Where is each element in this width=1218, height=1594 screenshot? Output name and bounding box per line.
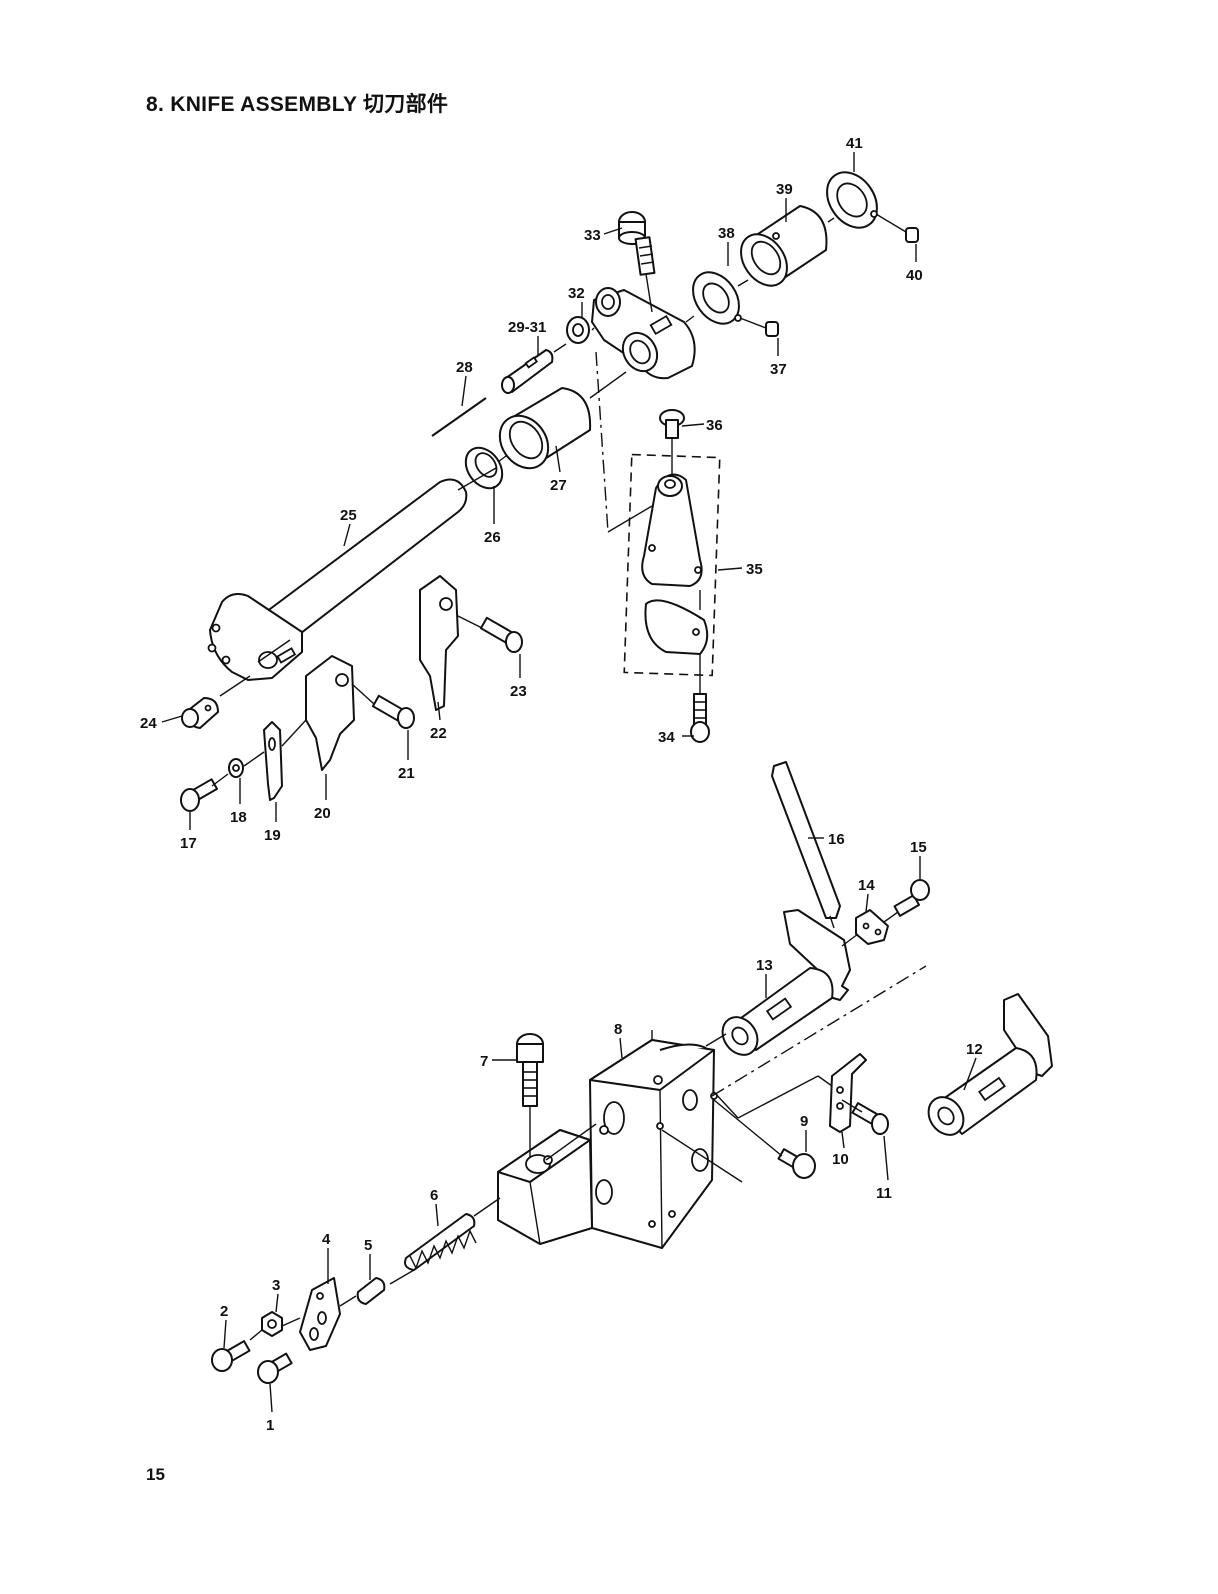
callout-12: 12 — [966, 1041, 983, 1058]
callout-27: 27 — [550, 477, 567, 494]
plate-4 — [300, 1278, 340, 1350]
callout-35: 35 — [746, 561, 763, 578]
screw-2 — [212, 1341, 250, 1371]
shaft-pin-29-31 — [502, 350, 552, 393]
callout-labels: 41 39 40 38 37 33 32 29-31 28 36 35 34 2… — [140, 135, 983, 1434]
callout-22: 22 — [430, 725, 447, 742]
callout-5: 5 — [364, 1237, 372, 1254]
screw-11 — [852, 1103, 888, 1134]
callout-11: 11 — [876, 1185, 892, 1202]
callout-26: 26 — [484, 529, 501, 546]
bolt-33 — [619, 212, 654, 275]
callout-32: 32 — [568, 285, 585, 302]
pin-5 — [358, 1278, 385, 1304]
callout-20: 20 — [314, 805, 331, 822]
callout-24: 24 — [140, 715, 157, 732]
callout-19: 19 — [264, 827, 281, 844]
callout-4: 4 — [322, 1231, 331, 1248]
screw-15 — [894, 880, 929, 916]
callout-15: 15 — [910, 839, 927, 856]
connecting-rod-35 — [642, 475, 707, 654]
callout-34: 34 — [658, 729, 675, 746]
callout-10: 10 — [832, 1151, 849, 1168]
nut-3 — [262, 1312, 282, 1336]
bushing-27 — [490, 388, 590, 478]
callout-38: 38 — [718, 225, 735, 242]
callout-33: 33 — [584, 227, 601, 244]
knife-holder-22 — [420, 576, 458, 710]
spring-6 — [405, 1214, 476, 1270]
screw-1 — [258, 1354, 292, 1383]
page-number: 15 — [146, 1465, 165, 1485]
knife-shaft-13 — [715, 910, 850, 1062]
plate-14 — [856, 910, 888, 944]
bracket-10 — [830, 1054, 866, 1132]
pin-28 — [432, 398, 486, 436]
callout-2: 2 — [220, 1303, 228, 1320]
callout-8: 8 — [614, 1021, 622, 1038]
set-screw-37 — [766, 322, 778, 336]
callout-21: 21 — [398, 765, 415, 782]
screw-17 — [181, 779, 217, 811]
collar-38 — [684, 264, 749, 333]
knife-shaft-12 — [921, 994, 1052, 1142]
callout-14: 14 — [858, 877, 875, 894]
callout-28: 28 — [456, 359, 473, 376]
callout-23: 23 — [510, 683, 527, 700]
collar-41 — [817, 163, 887, 237]
callout-40: 40 — [906, 267, 923, 284]
callout-3: 3 — [272, 1277, 280, 1294]
callout-36: 36 — [706, 417, 723, 434]
callout-39: 39 — [776, 181, 793, 198]
callout-17: 17 — [180, 835, 197, 852]
set-screw-40 — [906, 228, 918, 242]
callout-37: 37 — [770, 361, 787, 378]
crank-lever-32 — [567, 288, 695, 378]
callout-6: 6 — [430, 1187, 438, 1204]
knife-holder-20 — [306, 656, 354, 770]
callout-13: 13 — [756, 957, 773, 974]
callout-16: 16 — [828, 831, 845, 848]
screw-21 — [373, 696, 414, 728]
callout-25: 25 — [340, 507, 357, 524]
knife-19 — [264, 722, 282, 800]
pin-24 — [182, 698, 218, 728]
screw-34 — [691, 694, 709, 742]
callout-1: 1 — [266, 1417, 274, 1434]
screw-36 — [660, 410, 684, 438]
washer-18 — [229, 759, 243, 777]
screw-23 — [481, 618, 522, 652]
callout-41: 41 — [846, 135, 863, 152]
callout-18: 18 — [230, 809, 247, 826]
bolt-7 — [517, 1034, 543, 1106]
callout-7: 7 — [480, 1053, 488, 1070]
callout-9: 9 — [800, 1113, 808, 1130]
screw-9 — [778, 1149, 815, 1178]
callout-29-31: 29-31 — [508, 319, 546, 336]
